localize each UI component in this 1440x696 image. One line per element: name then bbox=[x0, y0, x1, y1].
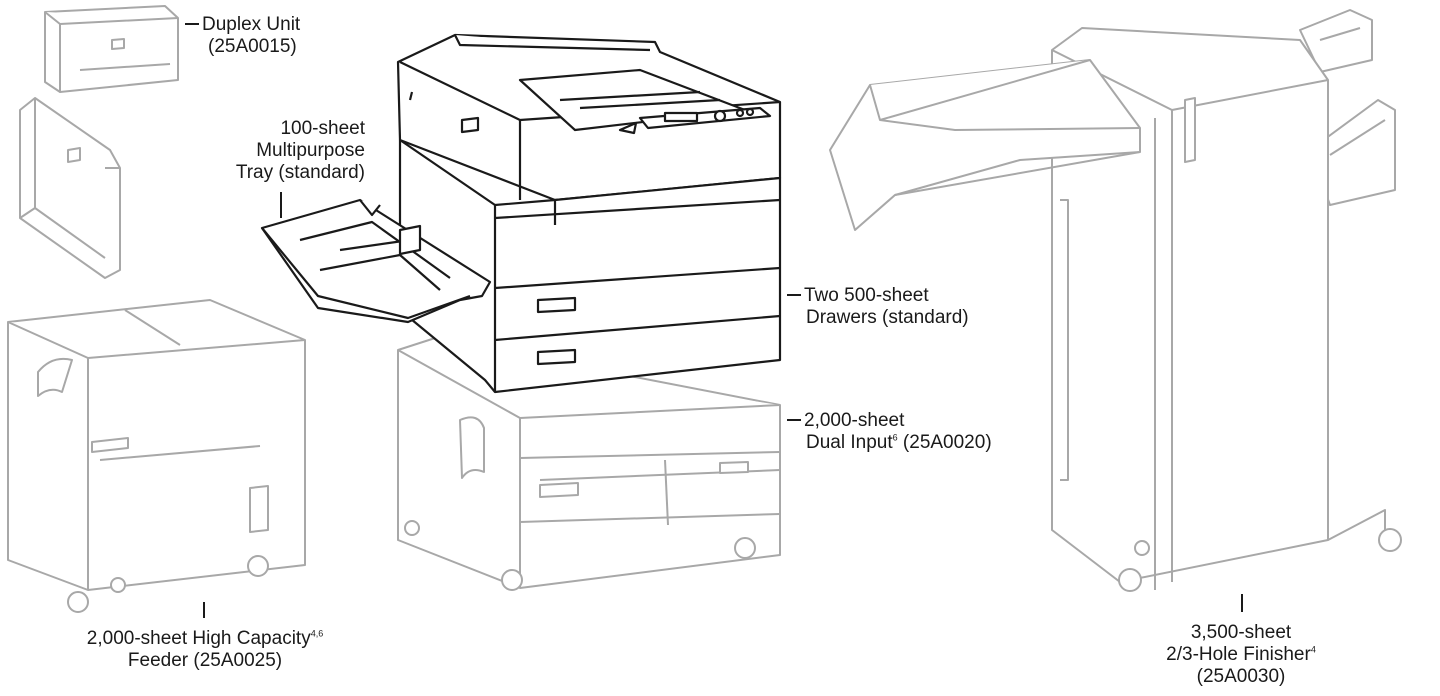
finisher-tick bbox=[1241, 594, 1243, 612]
finisher-footnote: 4 bbox=[1310, 644, 1316, 655]
mp-tray-line2: Multipurpose bbox=[256, 140, 365, 161]
finisher-line1: 3,500-sheet bbox=[1190, 622, 1292, 643]
drawers-line1: Two 500-sheet bbox=[804, 285, 929, 306]
dual-input-label: 2,000-sheet Dual Input6 (25A0020) bbox=[787, 410, 992, 454]
hcf-tick bbox=[203, 602, 205, 618]
hcf-line1a: 2,000-sheet High Capacity bbox=[86, 628, 311, 649]
mp-tray-line3: Tray (standard) bbox=[235, 162, 365, 183]
hcf-label: 2,000-sheet High Capacity4,6 Feeder (25A… bbox=[40, 628, 370, 672]
mp-tray-label: 100-sheet Multipurpose Tray (standard) bbox=[225, 118, 365, 184]
duplex-line1: Duplex Unit bbox=[202, 14, 301, 35]
hcf-line2: Feeder (25A0025) bbox=[127, 650, 283, 671]
dual-input-line2b: (25A0020) bbox=[897, 432, 992, 453]
drawers-label: Two 500-sheet Drawers (standard) bbox=[787, 285, 969, 329]
finisher-line3: (25A0030) bbox=[1196, 666, 1286, 687]
dual-input-line1: 2,000-sheet bbox=[804, 410, 905, 431]
dual-input-line2a: Dual Input bbox=[806, 432, 893, 453]
callout-dash bbox=[185, 23, 199, 25]
mp-tray-line1: 100-sheet bbox=[280, 118, 365, 139]
duplex-unit-bottom bbox=[19, 97, 121, 279]
callout-dash bbox=[787, 419, 801, 421]
dual-input-footnote: 6 bbox=[892, 432, 898, 443]
duplex-line2: (25A0015) bbox=[208, 36, 297, 57]
printer-body bbox=[260, 33, 782, 394]
finisher-label: 3,500-sheet 2/3-Hole Finisher4 (25A0030) bbox=[1120, 622, 1362, 688]
hcf-footnote: 4,6 bbox=[310, 628, 324, 639]
finisher-line2a: 2/3-Hole Finisher bbox=[1166, 644, 1311, 665]
callout-dash bbox=[787, 294, 801, 296]
duplex-unit-label: Duplex Unit (25A0015) bbox=[185, 14, 300, 58]
hole-finisher bbox=[829, 9, 1402, 592]
drawers-line2: Drawers (standard) bbox=[806, 307, 969, 328]
mp-tray-tick bbox=[280, 192, 282, 218]
high-capacity-feeder bbox=[7, 299, 306, 613]
duplex-unit-top bbox=[44, 5, 179, 93]
